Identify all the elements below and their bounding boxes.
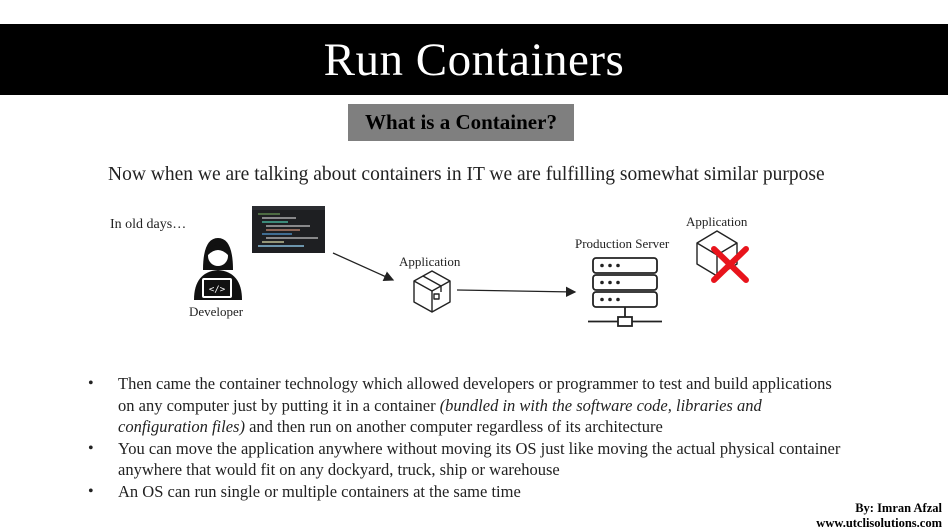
application-label: Application xyxy=(399,254,461,269)
red-x-icon xyxy=(711,246,749,283)
code-editor-thumbnail xyxy=(252,206,325,253)
page-title: Run Containers xyxy=(323,33,625,86)
byline: By: Imran Afzal www.utclisolutions.com xyxy=(816,501,942,530)
bullet-item: Then came the container technology which… xyxy=(88,373,848,438)
author-name: By: Imran Afzal xyxy=(855,501,942,515)
bullet-list: Then came the container technology which… xyxy=(88,373,848,502)
website-url: www.utclisolutions.com xyxy=(816,516,942,530)
bullet-item: You can move the application anywhere wi… xyxy=(88,438,848,481)
production-server-label: Production Server xyxy=(575,236,670,251)
old-days-label: In old days… xyxy=(110,217,187,232)
server-rack-icon xyxy=(588,257,662,327)
package-box-icon xyxy=(413,270,451,313)
arrow-dev-to-app xyxy=(332,252,395,282)
title-banner: Run Containers xyxy=(0,24,948,95)
arrow-app-to-server xyxy=(456,286,577,298)
bullet-item: An OS can run single or multiple contain… xyxy=(88,481,848,503)
developer-coder-icon: </> xyxy=(194,238,242,300)
svg-text:</>: </> xyxy=(209,285,226,295)
developer-label: Developer xyxy=(189,304,244,319)
subtitle-text: What is a Container? xyxy=(365,110,557,134)
rejected-application-label: Application xyxy=(686,214,748,229)
subtitle-box: What is a Container? xyxy=(348,104,574,141)
intro-sentence: Now when we are talking about containers… xyxy=(108,164,825,185)
